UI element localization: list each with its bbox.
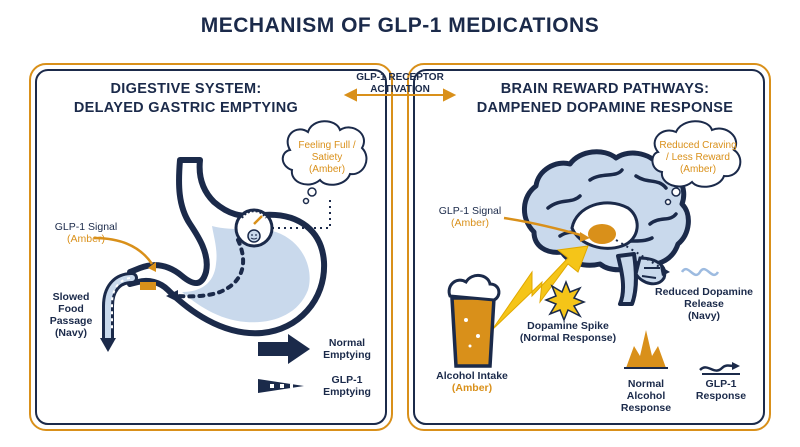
glp1-signal-right-line1: GLP-1 Signal <box>438 205 502 217</box>
alcohol-intake-line1: Alcohol Intake <box>436 370 508 382</box>
glp1-signal-arrow-right <box>503 216 585 238</box>
legend-normal-emptying-line2: Emptying <box>323 349 371 361</box>
reduced-dopamine-line2: Release <box>684 298 724 310</box>
slowed-food-line1: Slowed <box>52 291 90 303</box>
reduced-dopamine-label: Reduced Dopamine Release (Navy) <box>652 286 756 322</box>
left-panel-title-line1: DIGESTIVE SYSTEM: <box>110 81 262 97</box>
beer-glass-icon <box>447 274 501 368</box>
glp1-signal-arrow-left <box>93 236 154 265</box>
dopamine-spike-star <box>543 279 587 323</box>
glp1-response-icon <box>699 362 740 375</box>
center-label-line1: GLP-1 RECEPTOR <box>356 72 444 83</box>
legend-glp1-emptying: GLP-1 Emptying <box>318 374 376 398</box>
legend-glp1-emptying-line1: GLP-1 <box>331 374 363 386</box>
right-panel-title-line1: BRAIN REWARD PATHWAYS: <box>500 81 710 97</box>
legend-normal-alcohol-line3: Response <box>620 402 672 414</box>
glp1-signal-arrowhead-right <box>580 232 590 242</box>
glp1-signal-left-line2: (Amber) <box>67 233 105 245</box>
reduced-dopamine-line1: Reduced Dopamine <box>654 286 754 298</box>
center-label: GLP-1 RECEPTOR ACTIVATION <box>340 72 460 96</box>
brain-illustration <box>522 149 691 306</box>
craving-label-line1: Reduced Craving <box>659 140 737 151</box>
normal-alcohol-response-icon <box>624 330 668 369</box>
dopamine-spike-label: Dopamine Spike (Normal Response) <box>516 320 620 344</box>
alcohol-intake-line2: (Amber) <box>451 382 493 394</box>
center-double-arrow <box>343 88 457 102</box>
craving-thought-bubble <box>651 120 742 206</box>
slowed-food-line4: (Navy) <box>54 327 88 339</box>
left-panel-frame <box>29 63 393 431</box>
alcohol-lightning-bolt <box>491 245 589 331</box>
page-title: MECHANISM OF GLP-1 MEDICATIONS <box>200 14 600 37</box>
dopamine-dotted-path <box>615 239 665 271</box>
craving-label: Reduced Craving / Less Reward (Amber) <box>658 140 738 176</box>
legend-normal-emptying-line1: Normal <box>328 337 366 349</box>
center-label-line2: ACTIVATION <box>370 84 430 95</box>
left-panel-title: DIGESTIVE SYSTEM: DELAYED GASTRIC EMPTYI… <box>36 80 336 118</box>
craving-label-line3: (Amber) <box>679 164 717 175</box>
left-panel-title-line2: DELAYED GASTRIC EMPTYING <box>73 100 299 116</box>
slowed-food-line3: Passage <box>49 315 93 327</box>
dopamine-dotted-arrowhead <box>660 266 670 276</box>
dopamine-spike-line2: (Normal Response) <box>519 332 617 344</box>
slowed-food-line2: Food <box>58 303 84 315</box>
glp1-signal-label-left: GLP-1 Signal (Amber) <box>46 221 126 245</box>
glp1-signal-arrowhead-left <box>148 262 156 272</box>
legend-glp1-response-line2: Response <box>695 390 747 402</box>
glp1-signal-label-right: GLP-1 Signal (Amber) <box>430 205 510 229</box>
satiety-label-line3: (Amber) <box>308 164 346 175</box>
alcohol-intake-label: Alcohol Intake (Amber) <box>424 370 520 394</box>
right-panel-frame <box>407 63 771 431</box>
glp1-signal-left-line1: GLP-1 Signal <box>54 221 118 233</box>
stomach-illustration <box>100 157 328 352</box>
satiety-label-line2: Satiety <box>311 152 343 163</box>
legend-normal-alcohol: Normal Alcohol Response <box>618 378 674 414</box>
right-panel-title-line2: DAMPENED DOPAMINE RESPONSE <box>476 100 734 116</box>
legend-glp1-emptying-line2: Emptying <box>323 386 371 398</box>
right-panel-title: BRAIN REWARD PATHWAYS: DAMPENED DOPAMINE… <box>450 80 760 118</box>
slowed-food-label: Slowed Food Passage (Navy) <box>46 291 96 339</box>
legend-normal-alcohol-line2: Alcohol <box>626 390 666 402</box>
glp1-signal-right-line2: (Amber) <box>451 217 489 229</box>
legend-glp1-response: GLP-1 Response <box>692 378 750 402</box>
satiety-label-line1: Feeling Full / <box>298 140 356 151</box>
reduced-dopamine-line3: (Navy) <box>687 310 721 322</box>
legend-normal-emptying: Normal Emptying <box>318 337 376 361</box>
glp1-emptying-arrow <box>258 379 304 393</box>
legend-normal-alcohol-line1: Normal <box>627 378 665 390</box>
satiety-thought-bubble <box>272 120 368 229</box>
reduced-dopamine-wave <box>680 267 720 277</box>
normal-emptying-arrow <box>258 334 310 364</box>
craving-label-line2: / Less Reward <box>666 152 730 163</box>
satiety-label: Feeling Full / Satiety (Amber) <box>292 140 362 176</box>
dopamine-spike-line1: Dopamine Spike <box>527 320 609 332</box>
legend-glp1-response-line1: GLP-1 <box>705 378 737 390</box>
